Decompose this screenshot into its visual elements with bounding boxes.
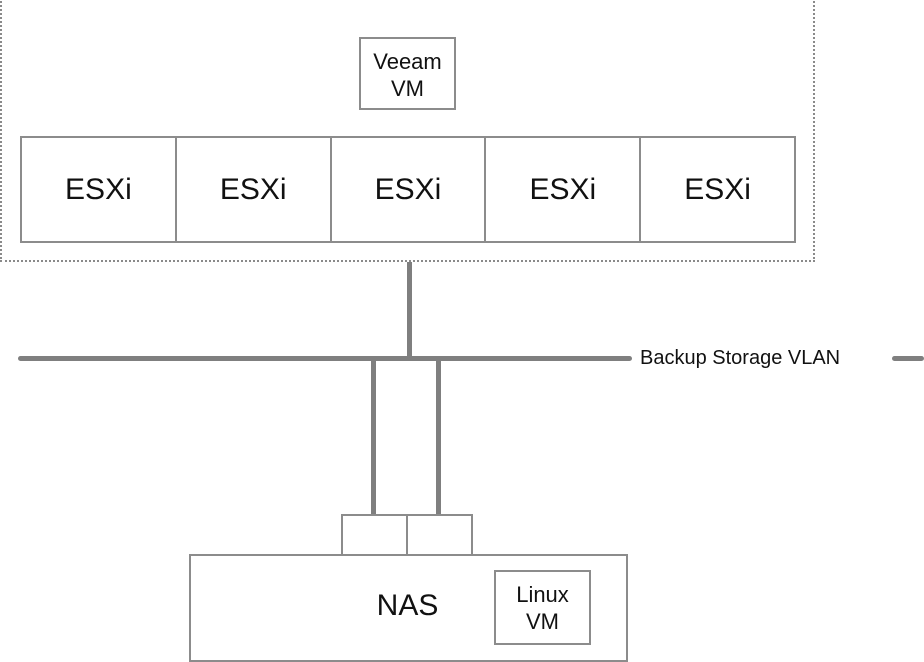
vlan-line-tail (892, 356, 924, 361)
vsphere-cluster-boundary (0, 0, 815, 262)
esxi-host-5: ESXi (684, 172, 751, 206)
nas-port-2 (406, 514, 473, 556)
esxi-host-3: ESXi (332, 138, 487, 241)
vlan-line-main (18, 356, 632, 361)
nas-link-2 (436, 358, 441, 516)
nas-port-1 (341, 514, 408, 556)
nas-link-1 (371, 358, 376, 516)
esxi-host-row: ESXi ESXi ESXi ESXi ESXi (20, 136, 796, 243)
veeam-vm-label: Veeam VM (373, 48, 442, 101)
esxi-host-4: ESXi (486, 138, 642, 241)
esxi-host-2: ESXi (177, 138, 332, 241)
linux-vm-box: Linux VM (494, 570, 591, 645)
nas-label: NAS (376, 589, 439, 622)
esxi-host-1: ESXi (22, 138, 177, 241)
veeam-vm-box: Veeam VM (359, 37, 456, 110)
cluster-uplink-connector (407, 262, 412, 358)
vlan-label: Backup Storage VLAN (640, 347, 841, 369)
linux-vm-label: Linux VM (516, 581, 569, 634)
